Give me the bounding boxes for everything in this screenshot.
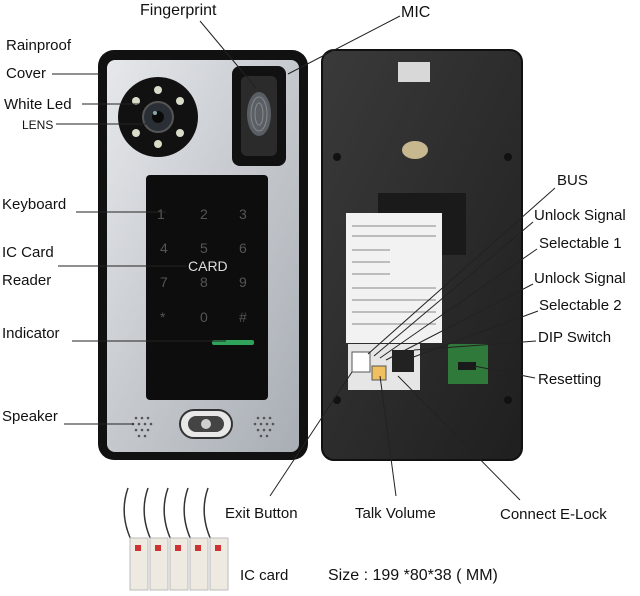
key-9: 9 xyxy=(239,274,247,290)
label-keyboard: Keyboard xyxy=(2,196,67,213)
label-resetting: Resetting xyxy=(538,371,602,388)
card-label: CARD xyxy=(188,258,228,274)
label-exit-button: Exit Button xyxy=(225,505,298,522)
label-white-led: White Led xyxy=(4,96,72,113)
key-4: 4 xyxy=(160,240,168,256)
label-lens: LENS xyxy=(22,118,54,132)
label-ic-card: IC Card xyxy=(2,244,54,261)
key-1: 1 xyxy=(157,206,165,222)
speaker-grille-left xyxy=(131,416,153,438)
key-hash: # xyxy=(239,309,247,325)
label-ic-card-bottom: IC card xyxy=(240,567,289,584)
label-unlock-signal-1: Unlock Signal xyxy=(534,207,626,224)
key-8: 8 xyxy=(200,274,208,290)
label-bus: BUS xyxy=(557,172,588,189)
label-rainproof: Rainproof xyxy=(6,37,72,54)
back-sticker xyxy=(398,62,430,82)
back-label-oval xyxy=(402,141,428,159)
label-fingerprint: Fingerprint xyxy=(140,2,217,19)
white-led xyxy=(132,97,140,105)
label-dip-switch: DIP Switch xyxy=(538,329,612,346)
label-indicator: Indicator xyxy=(2,325,60,342)
key-7: 7 xyxy=(160,274,168,290)
label-speaker: Speaker xyxy=(2,408,58,425)
label-connect-elock: Connect E-Lock xyxy=(500,506,607,523)
white-led xyxy=(176,129,184,137)
key-0: 0 xyxy=(200,309,208,325)
ic-card xyxy=(189,537,209,591)
label-unlock-signal-2: Unlock Signal xyxy=(534,270,626,287)
ic-card xyxy=(149,537,169,591)
ic-card xyxy=(169,537,189,591)
label-selectable-1: Selectable 1 xyxy=(539,235,622,252)
label-selectable-2: Selectable 2 xyxy=(539,297,622,314)
size-spec: Size : 199 *80*38 ( MM) xyxy=(328,567,498,584)
key-5: 5 xyxy=(200,240,208,256)
key-6: 6 xyxy=(239,240,247,256)
white-led xyxy=(154,140,162,148)
white-led xyxy=(132,129,140,137)
key-3: 3 xyxy=(239,206,247,222)
ic-cards xyxy=(123,487,229,591)
white-led xyxy=(154,86,162,94)
ic-card xyxy=(129,537,149,591)
front-unit xyxy=(98,50,308,460)
wiring-label xyxy=(346,213,442,343)
label-mic: MIC xyxy=(401,4,431,21)
leader-lines xyxy=(52,15,556,501)
key-2: 2 xyxy=(200,206,208,222)
back-unit xyxy=(321,49,523,461)
speaker-grille-right xyxy=(253,416,275,438)
ic-card xyxy=(209,537,229,591)
label-reader: Reader xyxy=(2,272,52,289)
label-cover: Cover xyxy=(6,65,47,82)
white-led xyxy=(176,97,184,105)
label-talk-volume: Talk Volume xyxy=(355,505,436,522)
key-star: * xyxy=(160,309,166,325)
